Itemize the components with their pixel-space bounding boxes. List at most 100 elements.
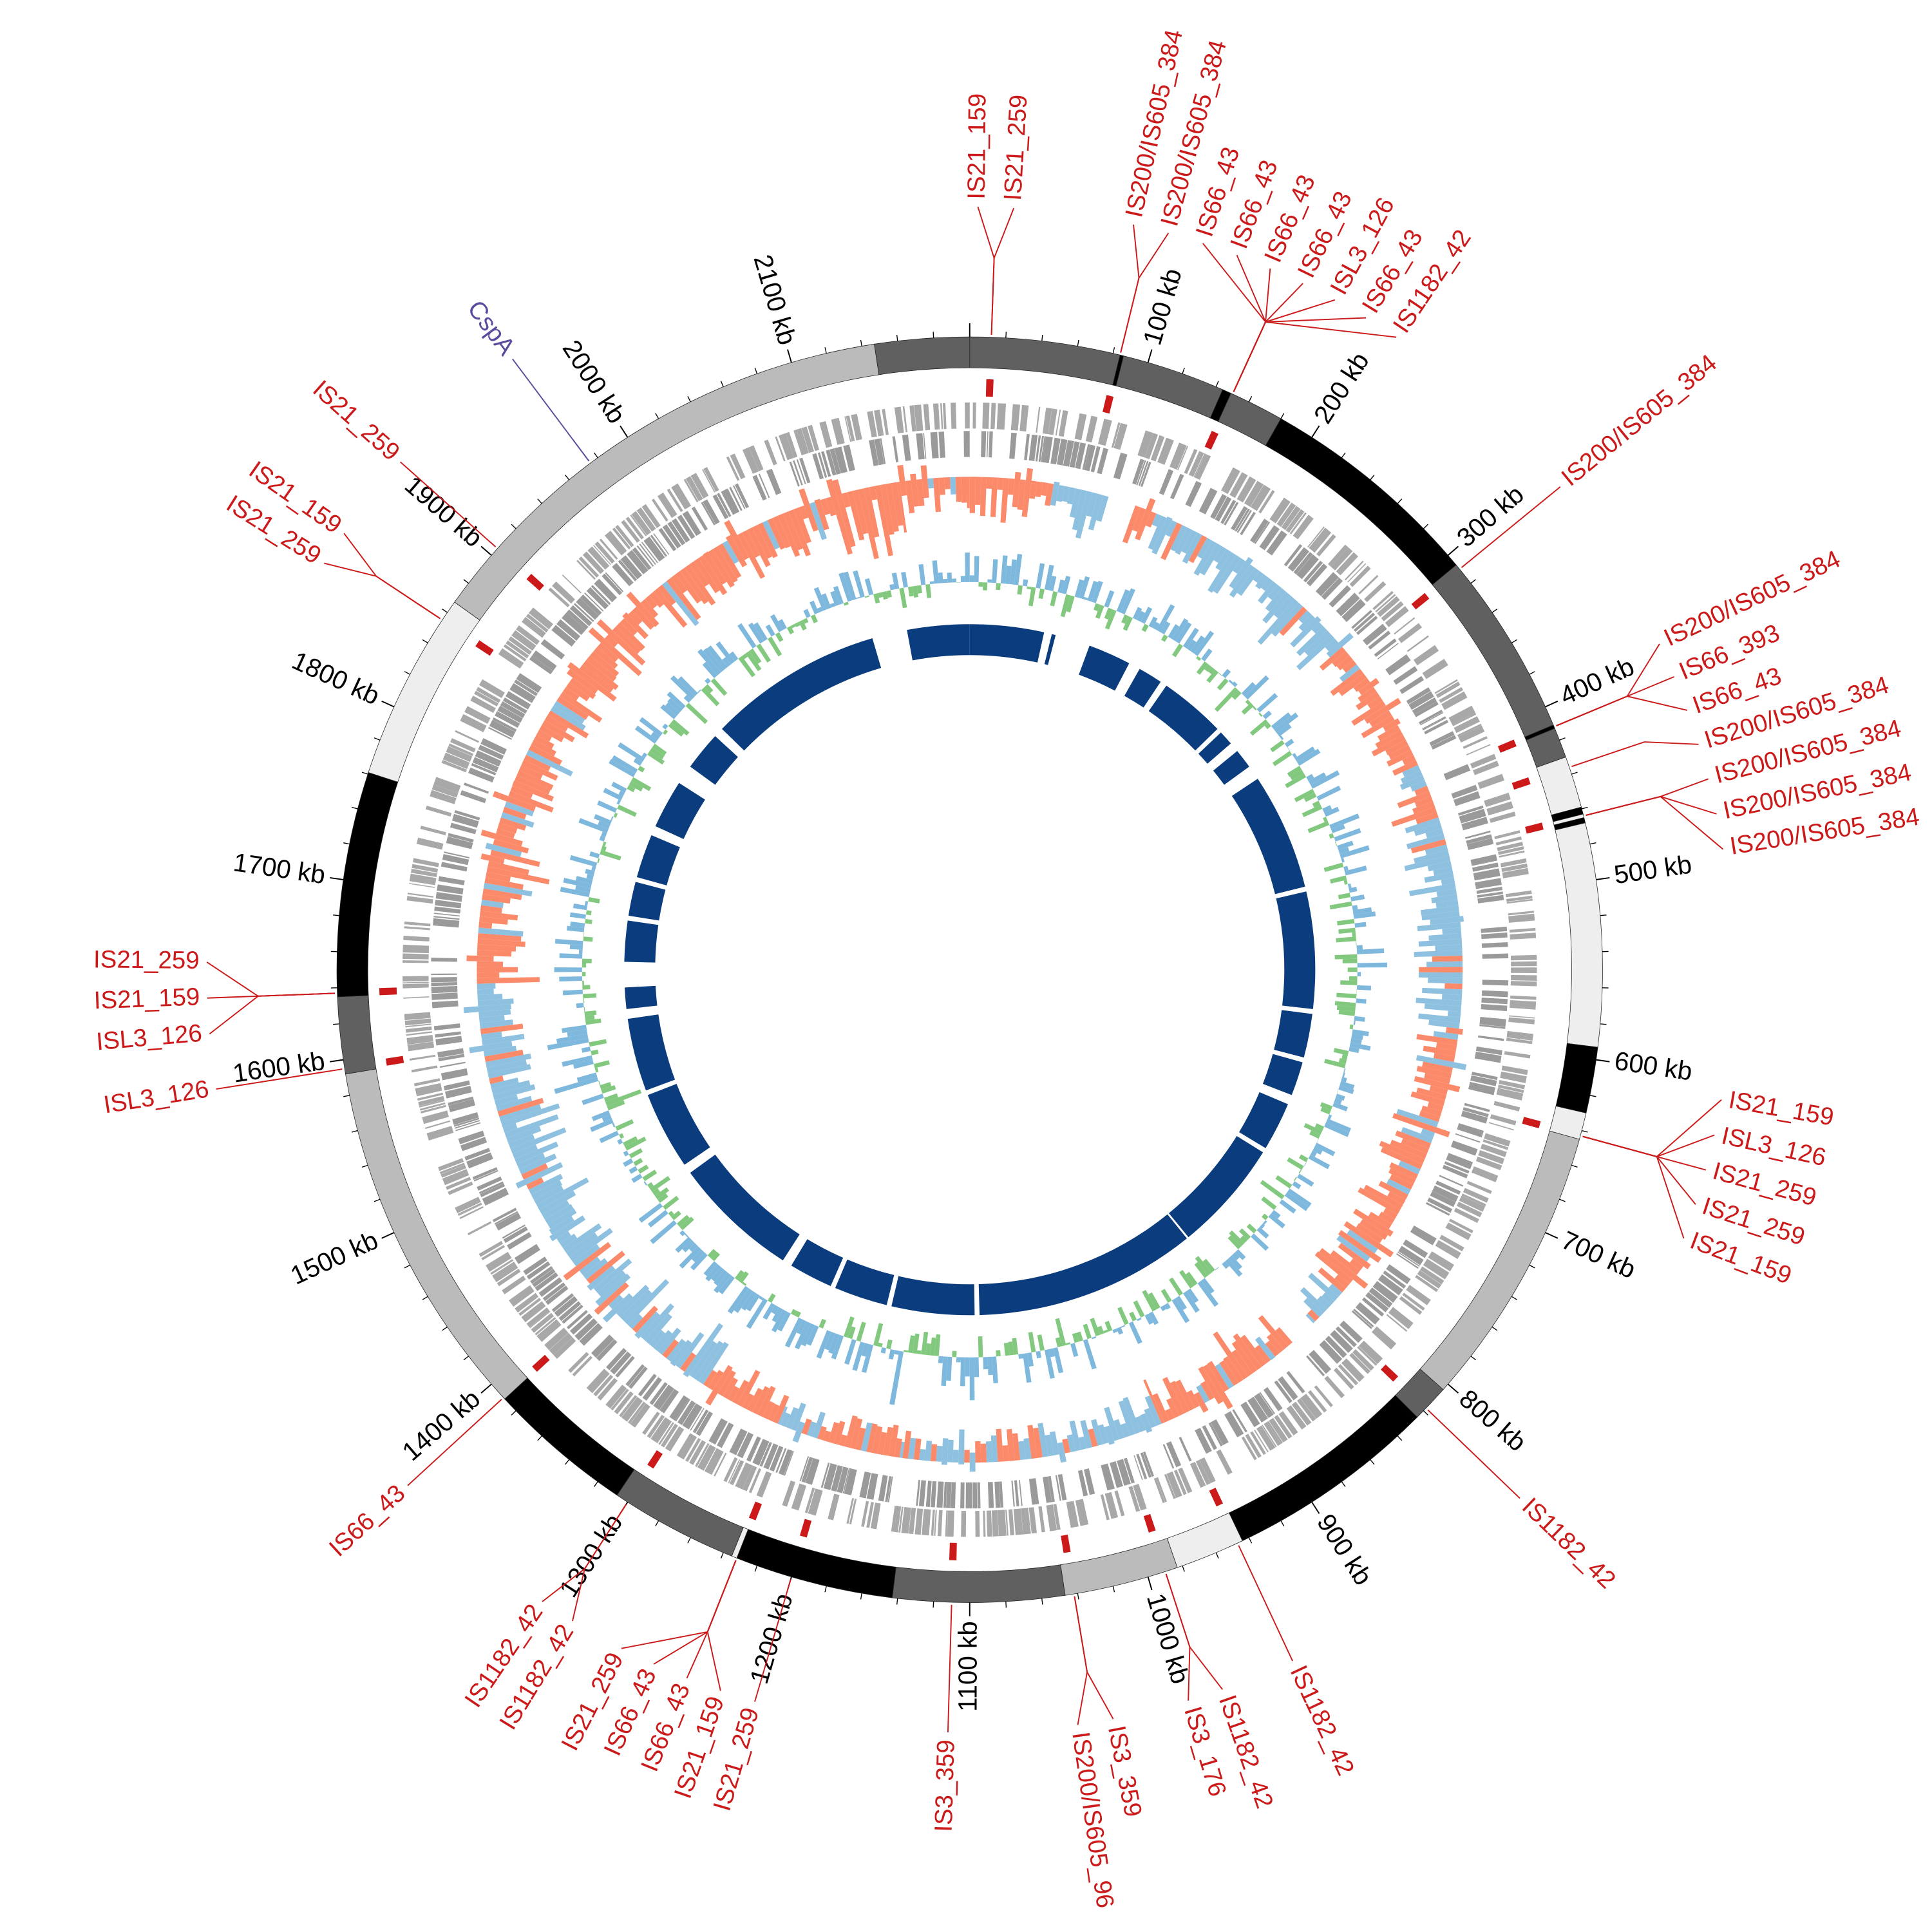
gene-feature: [625, 1364, 645, 1387]
gc-skew-negative-bar: [1336, 1235, 1370, 1262]
gc-skew-positive-bar: [480, 829, 523, 847]
gene-feature: [1075, 1499, 1089, 1526]
gene-feature: [444, 1086, 472, 1099]
gene-feature: [1333, 1367, 1354, 1390]
gene-feature: [1399, 676, 1425, 694]
gene-feature: [497, 705, 523, 723]
gc-skew-positive-bar: [1207, 1361, 1229, 1392]
gc-content-high-bar: [631, 1173, 643, 1183]
inner-block: [907, 624, 970, 661]
gc-content-high-bar: [683, 694, 692, 703]
gc-content-high-bar: [1357, 962, 1387, 968]
gc-content-low-bar: [1196, 661, 1209, 675]
gene-feature: [1085, 415, 1098, 443]
gene-feature: [1262, 1425, 1277, 1448]
gene-feature: [1010, 404, 1021, 431]
gc-skew-negative-bar: [924, 1440, 933, 1461]
gene-feature: [1293, 515, 1314, 540]
gene-feature: [1189, 1461, 1206, 1488]
gc-content-low-bar: [585, 1018, 601, 1025]
gc-content-low-bar: [627, 784, 636, 793]
gc-content-low-bar: [582, 963, 587, 968]
gc-content-high-bar: [891, 573, 900, 590]
gene-feature: [1041, 436, 1046, 462]
gc-content-high-bar: [1308, 1154, 1331, 1170]
gene-feature: [945, 1510, 948, 1537]
gc-content-high-bar: [771, 1305, 779, 1314]
gc-skew-negative-bar: [640, 1303, 674, 1341]
is-element-label: ISL3_126: [102, 1075, 211, 1119]
gene-feature: [1179, 1437, 1192, 1462]
gene-feature: [1319, 1340, 1343, 1364]
minor-tick: [1215, 1552, 1219, 1559]
gene-feature: [1344, 560, 1364, 581]
gene-feature: [861, 1501, 869, 1528]
gc-content-low-bar: [1133, 1300, 1145, 1318]
minor-tick: [333, 1023, 339, 1025]
gc-content-high-bar: [1044, 1349, 1055, 1379]
minor-tick: [442, 609, 448, 613]
gc-skew-negative-bar: [485, 1053, 532, 1068]
gc-skew-positive-bar: [1383, 718, 1401, 732]
gc-skew-positive-bar: [742, 1393, 755, 1410]
gc-content-high-bar: [796, 1319, 807, 1335]
gc-content-high-bar: [1201, 1278, 1215, 1294]
tick-label: 2100 kb: [748, 251, 802, 348]
gc-content-high-bar: [1036, 1350, 1042, 1359]
gc-content-low-bar: [600, 849, 621, 861]
gene-feature: [1035, 435, 1041, 462]
gc-skew-positive-bar: [531, 739, 556, 757]
gene-feature: [869, 439, 879, 466]
gc-content-high-bar: [947, 573, 952, 583]
gc-skew-negative-bar: [1069, 1420, 1082, 1452]
gene-feature: [1413, 645, 1439, 666]
gc-content-high-bar: [611, 755, 638, 773]
gene-feature: [1250, 484, 1271, 511]
gc-content-high-bar: [718, 1275, 735, 1294]
gc-content-high-bar: [665, 702, 680, 716]
gene-feature: [1446, 1153, 1473, 1170]
gene-feature: [1074, 413, 1087, 440]
gene-feature: [1500, 1071, 1527, 1083]
gc-skew-negative-bar: [792, 1421, 805, 1443]
gc-content-high-bar: [960, 576, 965, 583]
gene-feature: [630, 1403, 650, 1428]
gc-content-low-bar: [952, 1350, 957, 1358]
gc-content-high-bar: [1193, 630, 1215, 656]
gc-content-high-bar: [1324, 806, 1340, 817]
minor-tick: [351, 1130, 358, 1133]
gene-feature: [1287, 547, 1310, 572]
gc-content-high-bar: [838, 572, 853, 602]
gene-feature: [701, 502, 715, 526]
gc-content-low-bar: [756, 643, 771, 663]
gc-content-high-bar: [703, 1261, 718, 1276]
minor-tick: [442, 1326, 448, 1331]
gc-skew-positive-bar: [518, 764, 543, 780]
gene-feature: [434, 906, 461, 914]
gene-feature: [431, 977, 457, 983]
gc-skew-negative-bar: [490, 1077, 519, 1090]
gc-content-low-bar: [585, 918, 592, 925]
gc-skew-positive-bar: [632, 606, 655, 630]
gc-skew-negative-bar: [595, 1273, 631, 1306]
gc-content-low-bar: [1179, 1269, 1194, 1289]
gene-feature: [516, 673, 542, 694]
gene-feature: [562, 574, 582, 594]
gene-feature: [1170, 442, 1187, 470]
gc-content-low-bar: [583, 932, 585, 937]
gene-feature: [599, 538, 618, 560]
gene-feature: [1414, 701, 1439, 717]
gc-skew-negative-bar: [1441, 994, 1463, 1001]
gc-skew-positive-bar: [563, 1242, 612, 1281]
gc-skew-negative-bar: [1066, 487, 1076, 505]
gc-skew-positive-bar: [1380, 1147, 1423, 1170]
minor-tick: [374, 737, 381, 741]
gene-feature: [902, 406, 907, 433]
gene-feature: [1510, 999, 1537, 1010]
gc-content-high-bar: [1262, 710, 1272, 719]
gc-skew-negative-bar: [1253, 571, 1264, 583]
gc-skew-negative-bar: [1308, 1273, 1339, 1302]
gc-content-high-bar: [1349, 1046, 1359, 1054]
gene-feature: [582, 551, 605, 574]
gc-content-low-bar: [670, 719, 690, 736]
